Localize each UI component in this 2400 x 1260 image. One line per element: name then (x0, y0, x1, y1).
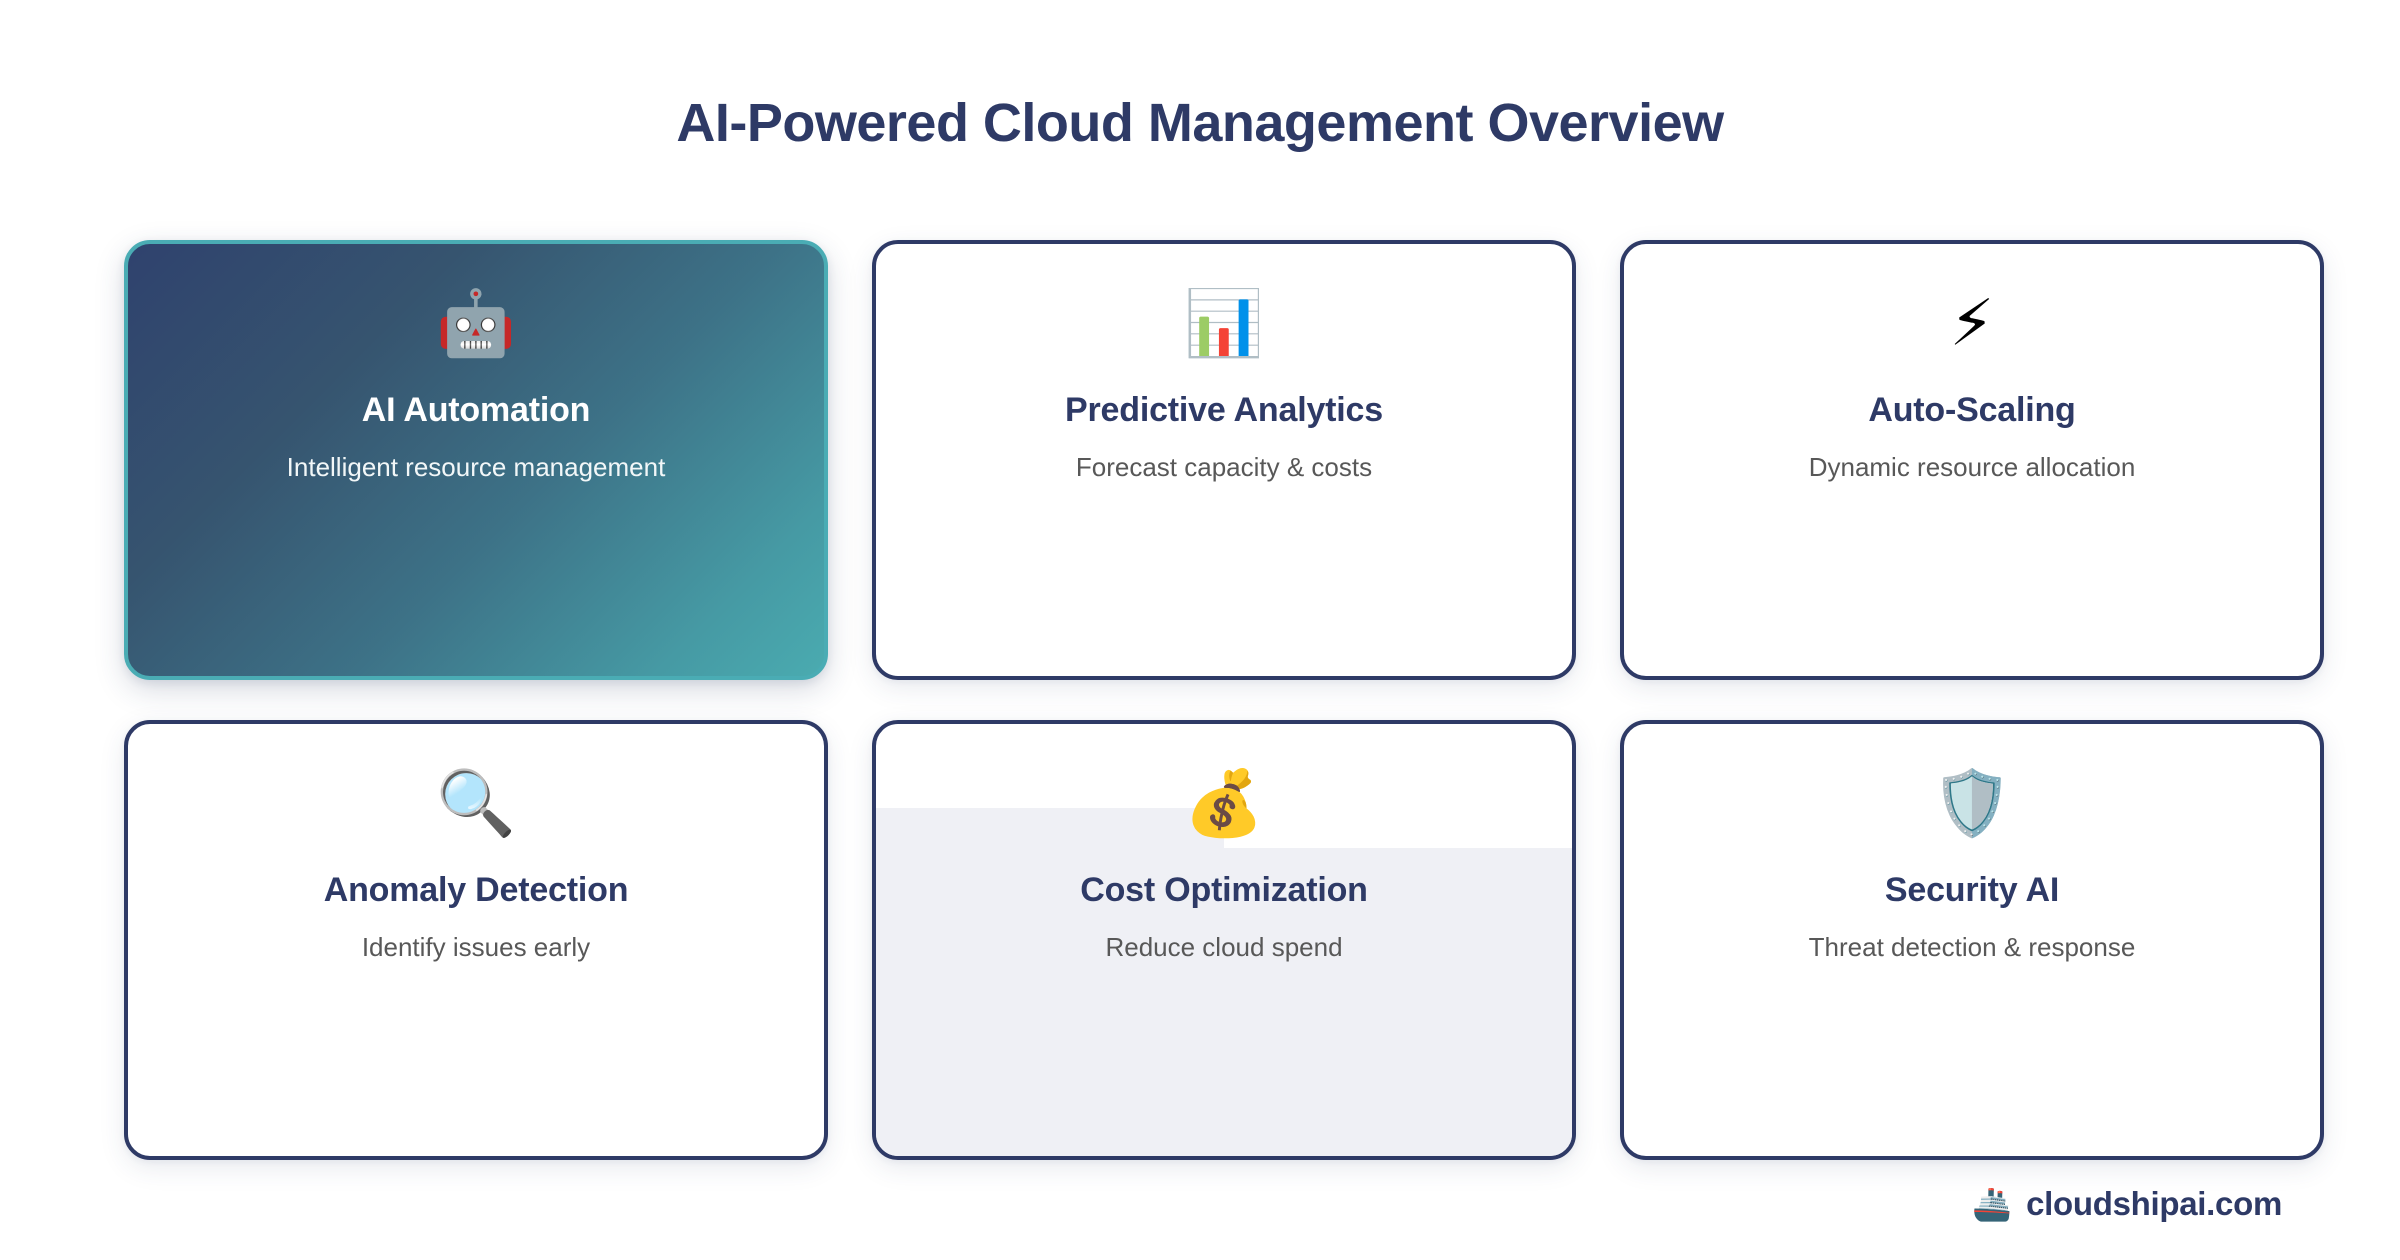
card-title: Auto-Scaling (1868, 391, 2076, 429)
feature-card-security-ai[interactable]: 🛡️ Security AI Threat detection & respon… (1620, 720, 2324, 1160)
card-title: AI Automation (361, 391, 591, 429)
shield-icon: 🛡️ (1932, 767, 2012, 841)
feature-card-grid: 🤖 AI Automation Intelligent resource man… (124, 240, 2324, 1160)
card-content: 🛡️ Security AI Threat detection & respon… (1624, 724, 2320, 964)
brand-domain-label: cloudshipai.com (2026, 1185, 2282, 1222)
card-content: 💰 Cost Optimization Reduce cloud spend (876, 724, 1572, 964)
bar-chart-icon: 📊 (1184, 287, 1264, 361)
card-content: 📊 Predictive Analytics Forecast capacity… (876, 244, 1572, 484)
card-title: Anomaly Detection (323, 871, 629, 909)
ship-icon: 🚢 (1972, 1184, 2013, 1223)
feature-card-auto-scaling[interactable]: ⚡ Auto-Scaling Dynamic resource allocati… (1620, 240, 2324, 680)
card-title: Cost Optimization (1080, 871, 1368, 909)
card-description: Dynamic resource allocation (1808, 452, 2136, 483)
card-description: Identify issues early (361, 932, 591, 963)
card-content: 🔍 Anomaly Detection Identify issues earl… (128, 724, 824, 964)
feature-card-predictive-analytics[interactable]: 📊 Predictive Analytics Forecast capacity… (872, 240, 1576, 680)
card-title: Predictive Analytics (1065, 391, 1383, 429)
card-content: 🤖 AI Automation Intelligent resource man… (128, 244, 824, 484)
lightning-bolt-icon: ⚡ (1949, 287, 1995, 361)
card-title: Security AI (1884, 871, 2060, 909)
card-description: Threat detection & response (1808, 932, 2136, 963)
card-description: Intelligent resource management (286, 452, 666, 483)
card-description: Forecast capacity & costs (1075, 452, 1373, 483)
money-bag-icon: 💰 (1184, 767, 1264, 841)
robot-icon: 🤖 (436, 287, 516, 361)
magnifying-glass-icon: 🔍 (436, 767, 516, 841)
feature-card-cost-optimization[interactable]: 💰 Cost Optimization Reduce cloud spend (872, 720, 1576, 1160)
card-content: ⚡ Auto-Scaling Dynamic resource allocati… (1624, 244, 2320, 484)
footer-brand[interactable]: 🚢 cloudshipai.com (1972, 1187, 2282, 1220)
card-description: Reduce cloud spend (1105, 932, 1343, 963)
page-title: AI-Powered Cloud Management Overview (676, 93, 1724, 153)
feature-card-anomaly-detection[interactable]: 🔍 Anomaly Detection Identify issues earl… (124, 720, 828, 1160)
feature-card-ai-automation[interactable]: 🤖 AI Automation Intelligent resource man… (124, 240, 828, 680)
